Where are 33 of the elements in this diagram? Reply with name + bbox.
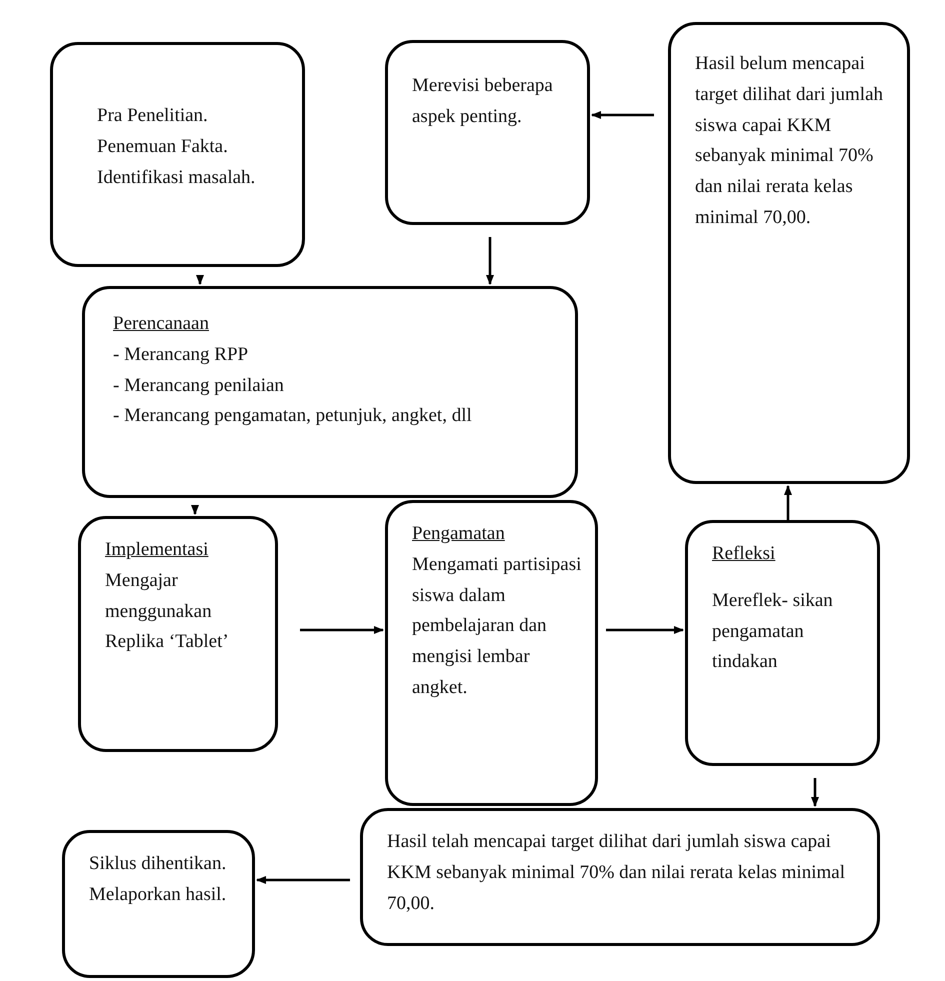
process-box	[385, 40, 590, 225]
box-text: Pra Penelitian. Penemuan Fakta. Identifikasi masalah.	[97, 104, 256, 190]
box-text: Mengamati partisipasi siswa dalam pembelajaran dan mengisi lembar angket.	[412, 552, 582, 700]
process-box	[78, 516, 278, 752]
heading: Perencanaan	[113, 312, 209, 336]
box-text: - Merancang penilaian	[113, 374, 285, 398]
arrow	[256, 876, 350, 884]
process-box	[360, 808, 880, 946]
box-text: - Merancang RPP	[113, 342, 250, 367]
arrow	[300, 626, 384, 634]
box-text: Siklus dihentikan. Melaporkan hasil.	[89, 852, 228, 907]
process-box	[82, 286, 578, 498]
arrow	[784, 485, 792, 520]
heading: Pengamatan	[412, 522, 505, 546]
arrow	[191, 505, 199, 515]
arrow	[606, 626, 684, 634]
heading: Implementasi	[105, 538, 208, 562]
box-text: - Merancang pengamatan, petunjuk, angket, dll	[113, 404, 473, 428]
arrow	[196, 275, 204, 285]
heading: Refleksi	[712, 542, 776, 566]
process-box	[50, 42, 305, 267]
process-box	[685, 520, 880, 766]
box-text: Hasil telah mencapai target dilihat dari jumlah siswa capai KKM sebanyak minimal 70% dan nilai rerata kelas minimal 70,00.	[387, 830, 846, 916]
box-text: Merevisi beberapa aspek penting.	[412, 74, 554, 129]
arrow	[811, 778, 819, 807]
box-text: Mengajar menggunakan Replika ‘Tablet’	[105, 568, 230, 654]
process-box	[385, 500, 598, 806]
arrow	[486, 237, 494, 285]
process-box	[668, 22, 910, 484]
box-text: Mereflek- sikan pengamatan tindakan	[712, 588, 834, 674]
process-box	[62, 830, 255, 978]
arrow	[591, 111, 654, 119]
box-text: Hasil belum mencapai target dilihat dari jumlah siswa capai KKM sebanyak minimal 70% dan nilai rerata kelas minimal 70,00.	[695, 52, 884, 230]
